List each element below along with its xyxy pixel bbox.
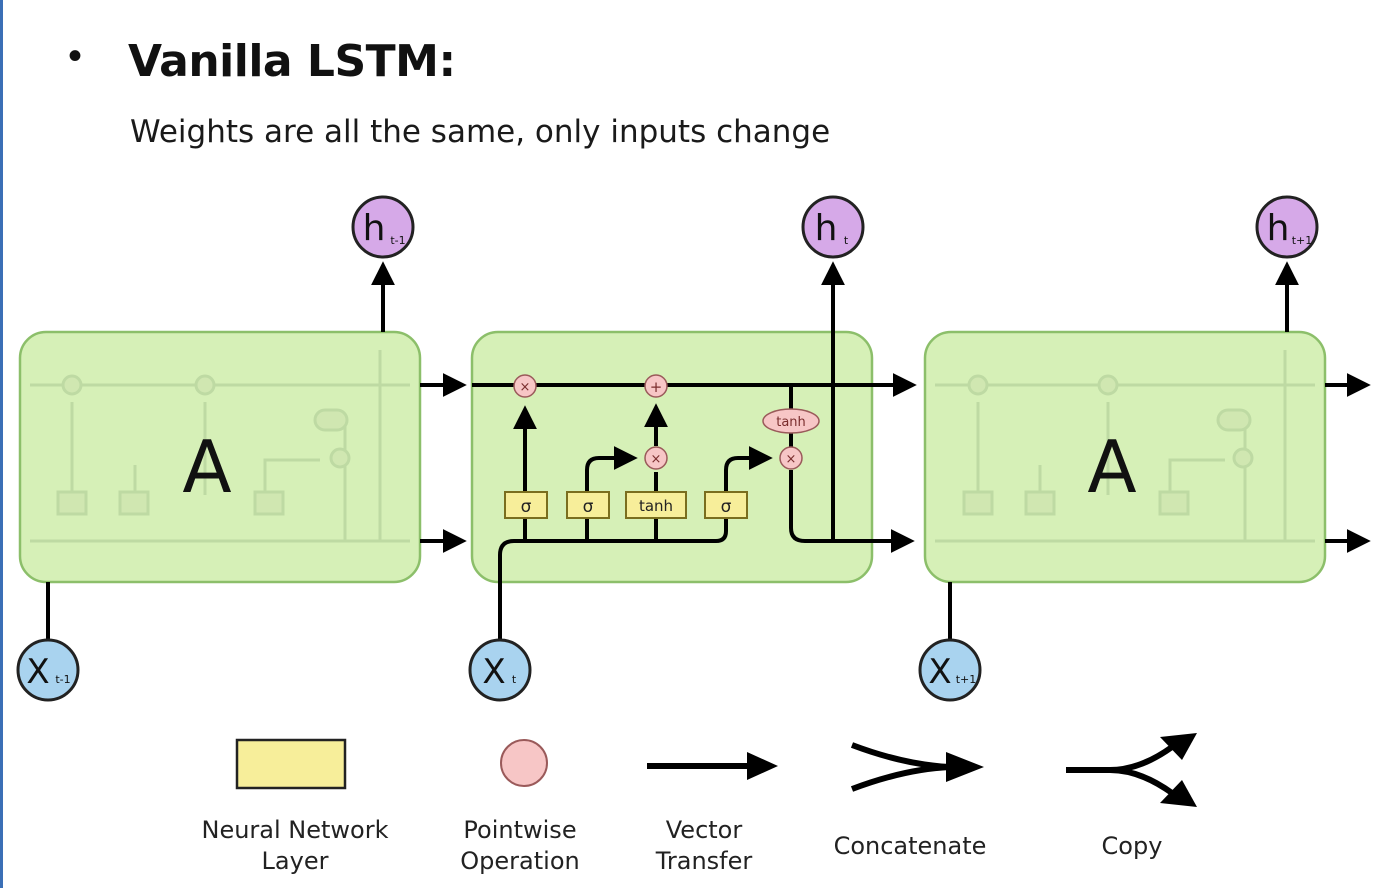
input-node-x-t-sub: t <box>512 673 517 686</box>
pointwise-tanh: tanh <box>776 415 806 430</box>
input-node-x-prev: X t-1 <box>16 638 80 702</box>
input-node-x-prev-sub: t-1 <box>55 673 70 686</box>
output-node-h-next-base: h <box>1267 208 1290 249</box>
output-node-h-next: h t+1 <box>1255 195 1319 259</box>
slide-title: Vanilla LSTM: <box>128 36 456 87</box>
gate-forget-label: σ <box>521 497 532 517</box>
gate-layers: σ σ tanh σ <box>504 491 748 519</box>
pointwise-input-multiply: × <box>651 452 662 467</box>
cell-label-right: A <box>1087 425 1136 509</box>
legend-vector-line2: Transfer <box>655 847 753 875</box>
legend-symbols <box>235 733 1197 807</box>
output-node-h-prev-base: h <box>363 208 386 249</box>
lstm-cell-middle <box>470 330 874 584</box>
input-node-x-t-base: X <box>482 652 505 692</box>
input-node-x-next: X t+1 <box>918 638 982 702</box>
pointwise-forget-multiply: × <box>520 380 531 395</box>
side-cell-io-lines <box>46 261 1299 640</box>
legend-pointwise-line1: Pointwise <box>463 816 577 844</box>
legend-pointwise-swatch <box>500 739 548 787</box>
legend-concatenate-symbol <box>850 742 984 792</box>
input-node-x-prev-base: X <box>26 652 49 692</box>
pointwise-add: + <box>650 378 663 396</box>
output-node-h-next-sub: t+1 <box>1292 234 1313 247</box>
pointwise-ops: × + × × tanh <box>513 374 820 470</box>
bullet-point: • <box>68 34 83 78</box>
gate-output-label: σ <box>721 497 732 517</box>
legend-copy-symbol <box>1066 733 1197 807</box>
input-node-x-t: X t <box>468 638 532 702</box>
middle-cell-wiring <box>472 261 917 640</box>
input-node-x-next-sub: t+1 <box>956 673 977 686</box>
window-edge <box>0 0 3 888</box>
pointwise-output-multiply: × <box>786 452 797 467</box>
legend-label-neural-network-layer: Neural Network Layer <box>175 815 415 877</box>
output-node-h-t: h t <box>801 195 865 259</box>
legend-nn-line1: Neural Network <box>201 816 389 844</box>
legend-vector-arrow <box>647 752 778 780</box>
inter-cell-arrows <box>420 373 1371 553</box>
output-node-h-t-sub: t <box>844 234 849 247</box>
legend-pointwise-line2: Operation <box>460 847 580 875</box>
legend-label-pointwise-operation: Pointwise Operation <box>430 815 610 877</box>
gate-input-label: σ <box>583 497 594 517</box>
lstm-cell-right: A <box>923 330 1327 584</box>
legend-label-copy: Copy <box>1101 832 1163 860</box>
legend-layer-swatch <box>235 738 347 790</box>
lstm-cell-left: A <box>18 330 422 584</box>
input-node-x-next-base: X <box>928 652 951 692</box>
output-node-h-t-base: h <box>815 208 838 249</box>
gate-candidate-label: tanh <box>639 497 673 515</box>
slide-subtitle: Weights are all the same, only inputs ch… <box>130 114 831 150</box>
cell-label-left: A <box>182 425 231 509</box>
legend-vector-line1: Vector <box>665 816 743 844</box>
output-node-h-prev: h t-1 <box>351 195 415 259</box>
legend-nn-line2: Layer <box>261 847 329 875</box>
legend-label-concatenate: Concatenate <box>833 832 987 860</box>
legend-label-vector-transfer: Vector Transfer <box>624 815 784 877</box>
output-node-h-prev-sub: t-1 <box>390 234 405 247</box>
